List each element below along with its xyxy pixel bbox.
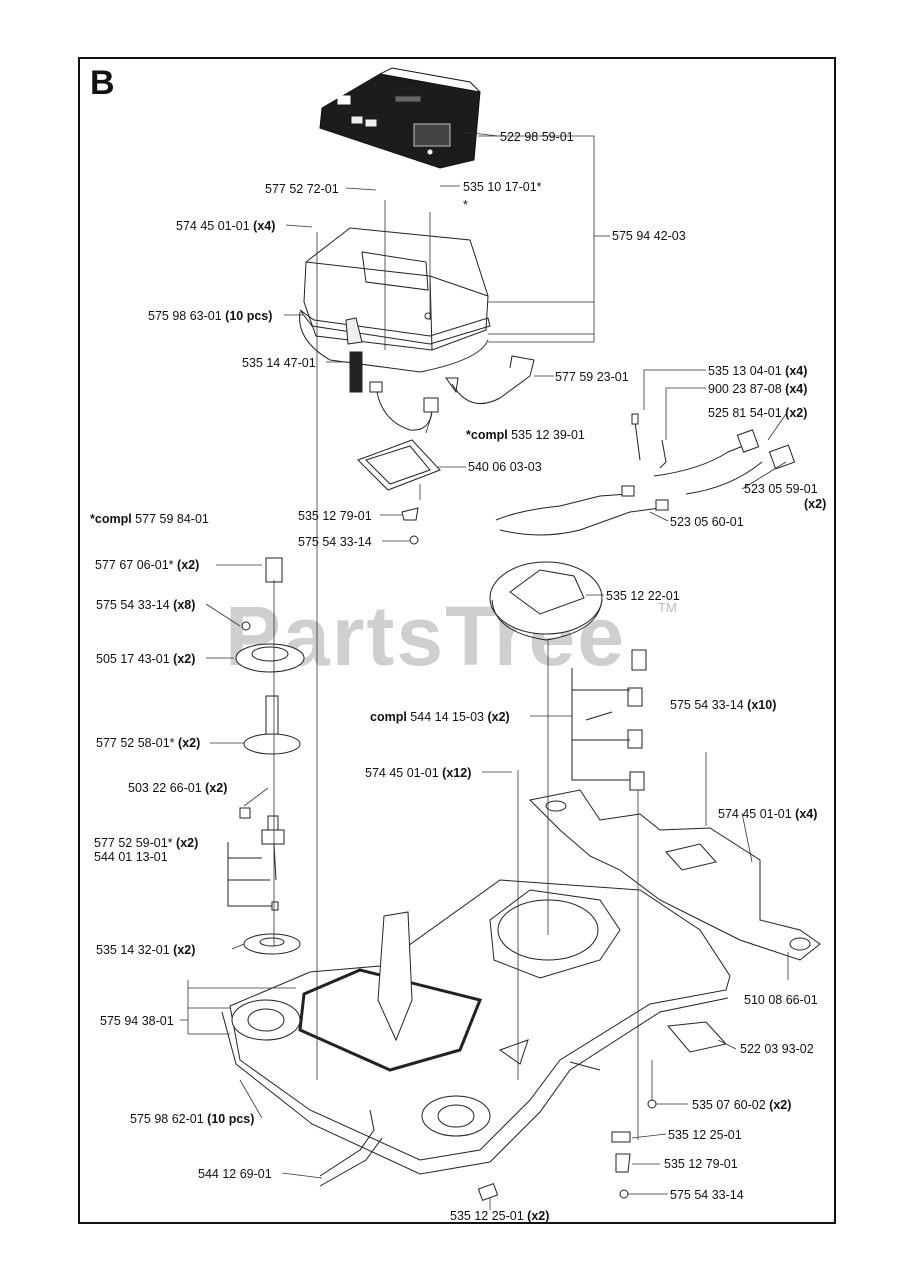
part-label-575543314-upper: 575 54 33-14 bbox=[298, 535, 372, 549]
part-label-503226601: 503 22 66-01 (x2) bbox=[128, 781, 228, 795]
spacer-set-drawing bbox=[571, 649, 647, 791]
ribbon-cable-drawing bbox=[319, 1109, 499, 1202]
part-label-577525801: 577 52 58-01* (x2) bbox=[96, 736, 201, 750]
part-label-535127901-lower: 535 12 79-01 bbox=[664, 1157, 738, 1171]
base-chassis-drawing bbox=[221, 879, 731, 1175]
part-label-535123901: *compl 535 12 39-01 bbox=[466, 428, 585, 442]
part-label-535101701: 535 10 17-01* bbox=[463, 180, 542, 194]
foam-pad-drawing bbox=[349, 351, 363, 393]
part-label-575944203: 575 94 42-03 bbox=[612, 229, 686, 243]
part-label-522039302: 522 03 93-02 bbox=[740, 1042, 814, 1056]
part-label-575986201: 575 98 62-01 (10 pcs) bbox=[130, 1112, 255, 1126]
part-label-535122501-right: 535 12 25-01 bbox=[668, 1128, 742, 1142]
part-label-575543314-x8: 575 54 33-14 (x8) bbox=[96, 598, 196, 612]
part-label-575943801: 575 94 38-01 bbox=[100, 1014, 174, 1028]
section-letter: B bbox=[90, 64, 115, 102]
part-label-577598401: *compl 577 59 84-01 bbox=[90, 512, 209, 526]
part-label-525815401: 525 81 54-01 (x2) bbox=[708, 406, 808, 420]
part-label-523056001: 523 05 60-01 bbox=[670, 515, 744, 529]
part-label-577592301: 577 59 23-01 bbox=[555, 370, 629, 384]
part-label-505174301: 505 17 43-01 (x2) bbox=[96, 652, 196, 666]
bracket-cable-drawing bbox=[445, 355, 535, 405]
part-label-575543314-x10: 575 54 33-14 (x10) bbox=[670, 698, 777, 712]
part-label-900238708: 900 23 87-08 (x4) bbox=[708, 382, 808, 396]
cable-set-drawing bbox=[495, 413, 796, 536]
part-label-535127901-upper: 535 12 79-01 bbox=[298, 509, 372, 523]
part-label-577670601: 577 67 06-01* (x2) bbox=[95, 558, 200, 572]
part-label-544126901: 544 12 69-01 bbox=[198, 1167, 272, 1181]
part-label-574450101-x4: 574 45 01-01 (x4) bbox=[176, 219, 276, 233]
bottom-right-small-parts-drawing bbox=[611, 1099, 657, 1199]
part-label-577527201: 577 52 72-01 bbox=[265, 182, 339, 196]
part-label-535143201: 535 14 32-01 (x2) bbox=[96, 943, 196, 957]
part-label-535076002: 535 07 60-02 (x2) bbox=[692, 1098, 792, 1112]
lid-housing-drawing bbox=[299, 227, 491, 351]
part-label-535122501-bottom: 535 12 25-01 (x2) bbox=[450, 1209, 550, 1223]
part-label-535144701: 535 14 47-01 bbox=[242, 356, 316, 370]
part-label-544141503: compl 544 14 15-03 (x2) bbox=[370, 710, 510, 724]
keypad-panel-drawing bbox=[319, 67, 481, 169]
trademark-mark: TM bbox=[658, 600, 677, 615]
left-column-parts-drawing bbox=[227, 557, 305, 955]
switch-cable-drawing bbox=[369, 381, 439, 431]
round-lid-drawing bbox=[489, 561, 603, 641]
diagram-frame bbox=[78, 57, 836, 1224]
leader-lines bbox=[180, 131, 789, 1210]
part-label-575986301: 575 98 63-01 (10 pcs) bbox=[148, 309, 273, 323]
part-label-574450101-x4-right: 574 45 01-01 (x4) bbox=[718, 807, 818, 821]
screw-drawing bbox=[409, 535, 419, 545]
label-plate-drawing bbox=[667, 1021, 727, 1053]
part-label-510086601: 510 08 66-01 bbox=[744, 993, 818, 1007]
mounting-plate-drawing bbox=[528, 789, 821, 961]
part-label-544011301: 544 01 13-01 bbox=[94, 850, 168, 864]
part-label-535122201: 535 12 22-01 bbox=[606, 589, 680, 603]
seal-ring-drawing bbox=[299, 311, 489, 373]
part-label-523055901-qty: (x2) bbox=[804, 497, 827, 511]
part-label-523055901: 523 05 59-01 bbox=[744, 482, 818, 496]
part-label-574450101-x12: 574 45 01-01 (x12) bbox=[365, 766, 472, 780]
part-label-575543314-lower: 575 54 33-14 bbox=[670, 1188, 744, 1202]
clip-drawing bbox=[401, 507, 419, 521]
part-label-522985901: 522 98 59-01 bbox=[500, 130, 574, 144]
part-label-577525901: 577 52 59-01* (x2) bbox=[94, 836, 199, 850]
asterisk-label: * bbox=[463, 198, 468, 212]
pcb-plate-drawing bbox=[357, 439, 441, 491]
part-label-540060303: 540 06 03-03 bbox=[468, 460, 542, 474]
part-label-535130401: 535 13 04-01 (x4) bbox=[708, 364, 808, 378]
